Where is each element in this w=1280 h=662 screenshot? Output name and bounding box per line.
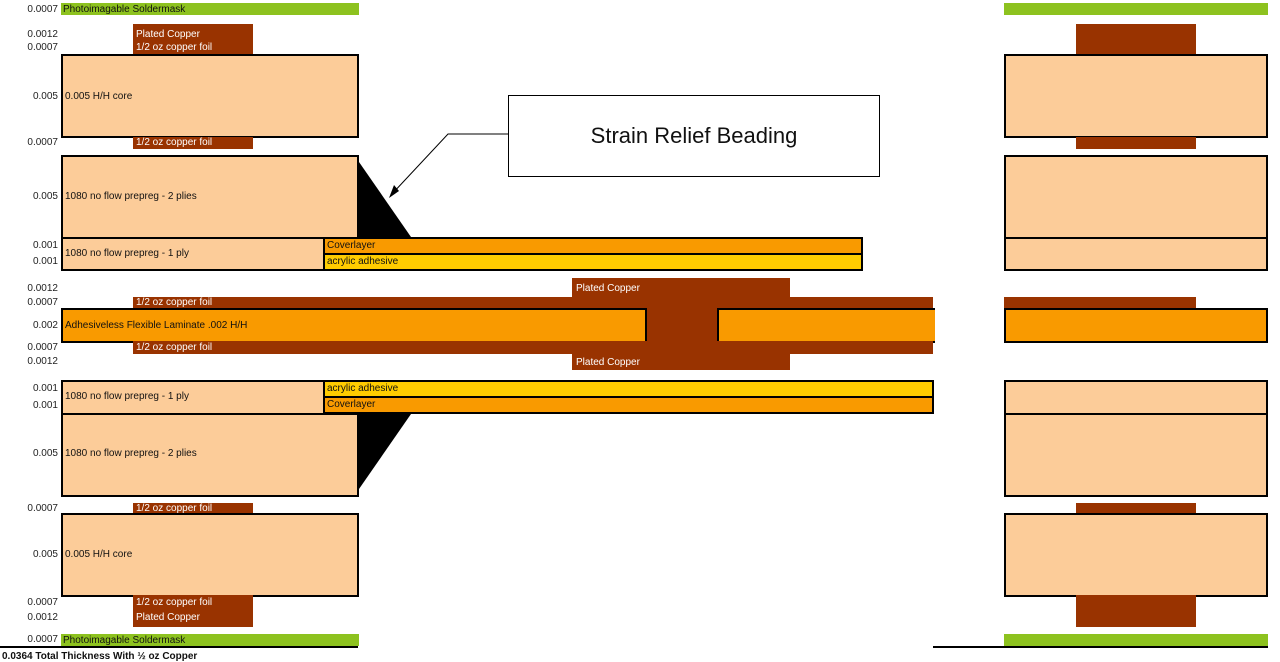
prepreg-2-bottom-label: 1080 no flow prepreg - 2 plies [65,448,197,459]
thk-plated-bottom: 0.0012 [27,612,58,623]
core-1-right [1004,54,1268,138]
prepreg-1-bottom [61,380,325,416]
core-2 [61,513,359,597]
core-1-label: 0.005 H/H core [65,91,133,102]
plated-copper-mid-top-label: Plated Copper [576,283,640,294]
thk-coverlayer-top: 0.001 [32,240,58,251]
callout-arrowhead [389,185,399,198]
plated-copper-bottom-label: Plated Copper [136,612,200,623]
coverlayer-top-label: Coverlayer [327,240,376,251]
prepreg-2-top-label: 1080 no flow prepreg - 2 plies [65,191,197,202]
acrylic-adhesive-top [323,253,863,271]
soldermask-top-right [1004,3,1268,15]
foil-1-label: 1/2 oz copper foil [136,42,213,53]
plated-copper-bottom-right [1076,595,1196,627]
flex-laminate-label: Adhesiveless Flexible Laminate .002 H/H [65,320,248,331]
thk-foil-4: 0.0007 [27,342,58,353]
foil-2-right [1076,137,1196,149]
thk-foil-2: 0.0007 [27,137,58,148]
plated-copper-bottom [133,595,253,627]
thk-prepreg-2-top: 0.005 [32,191,58,202]
thk-adhesive-top: 0.001 [32,256,58,267]
thk-foil-3: 0.0007 [27,297,58,308]
soldermask-bottom-right [1004,634,1268,646]
foil-4 [133,341,933,354]
thk-core-1: 0.005 [32,91,58,102]
foil-5 [133,503,253,515]
flex-laminate-right-stack [1004,308,1268,343]
prepreg-1-bottom-right [1004,380,1268,416]
acrylic-adhesive-bottom-label: acrylic adhesive [327,383,399,394]
foil-5-label: 1/2 oz copper foil [136,503,213,514]
soldermask-bottom-label: Photoimagable Soldermask [63,635,186,646]
prepreg-1-top-label: 1080 no flow prepreg - 1 ply [65,248,189,259]
thk-plated-mid-bottom: 0.0012 [27,356,58,367]
prepreg-1-bottom-label: 1080 no flow prepreg - 1 ply [65,391,189,402]
thk-plated-top: 0.0012 [27,29,58,40]
thk-plated-mid-top: 0.0012 [27,283,58,294]
foil-5-right [1076,503,1196,515]
core-2-label: 0.005 H/H core [65,549,133,560]
flex-laminate-right [717,308,935,343]
bead-top [359,162,411,237]
foil-3-label: 1/2 oz copper foil [136,297,213,308]
prepreg-2-bottom-right [1004,413,1268,497]
prepreg-2-bottom [61,413,359,497]
thk-foil-6: 0.0007 [27,597,58,608]
coverlayer-bottom-label: Coverlayer [327,399,376,410]
soldermask-bottom [61,634,359,646]
thk-prepreg-2-bottom: 0.005 [32,448,58,459]
plated-copper-mid-bottom-label: Plated Copper [576,357,640,368]
thk-coverlayer-bottom: 0.001 [32,400,58,411]
foil-3-right [1004,297,1196,310]
thk-mask-top: 0.0007 [27,4,58,15]
thk-mask-bottom: 0.0007 [27,634,58,645]
core-2-right [1004,513,1268,597]
foil-4-label: 1/2 oz copper foil [136,342,213,353]
plated-copper-top-label: Plated Copper [136,29,200,40]
prepreg-2-top-right [1004,155,1268,239]
thk-flex-laminate: 0.002 [32,320,58,331]
soldermask-top-label: Photoimagable Soldermask [63,4,186,15]
foil-2-label: 1/2 oz copper foil [136,137,213,148]
thk-foil-1: 0.0007 [27,42,58,53]
plated-copper-top [133,24,253,56]
foil-2 [133,137,253,149]
foil-6-label: 1/2 oz copper foil [136,597,213,608]
coverlayer-bottom [323,396,934,414]
prepreg-1-top [61,237,325,271]
acrylic-adhesive-top-label: acrylic adhesive [327,256,399,267]
bead-bottom [359,414,411,489]
total-thickness: 0.0364 Total Thickness With ½ oz Copper [2,651,198,662]
plated-copper-top-right [1076,24,1196,56]
foil-3 [133,297,933,310]
thk-adhesive-bottom: 0.001 [32,383,58,394]
strain-relief-callout: Strain Relief Beading [508,95,880,177]
thk-foil-5: 0.0007 [27,503,58,514]
thk-core-2: 0.005 [32,549,58,560]
callout-leader-line [390,133,508,196]
prepreg-1-top-right [1004,237,1268,271]
soldermask-top [61,3,359,15]
